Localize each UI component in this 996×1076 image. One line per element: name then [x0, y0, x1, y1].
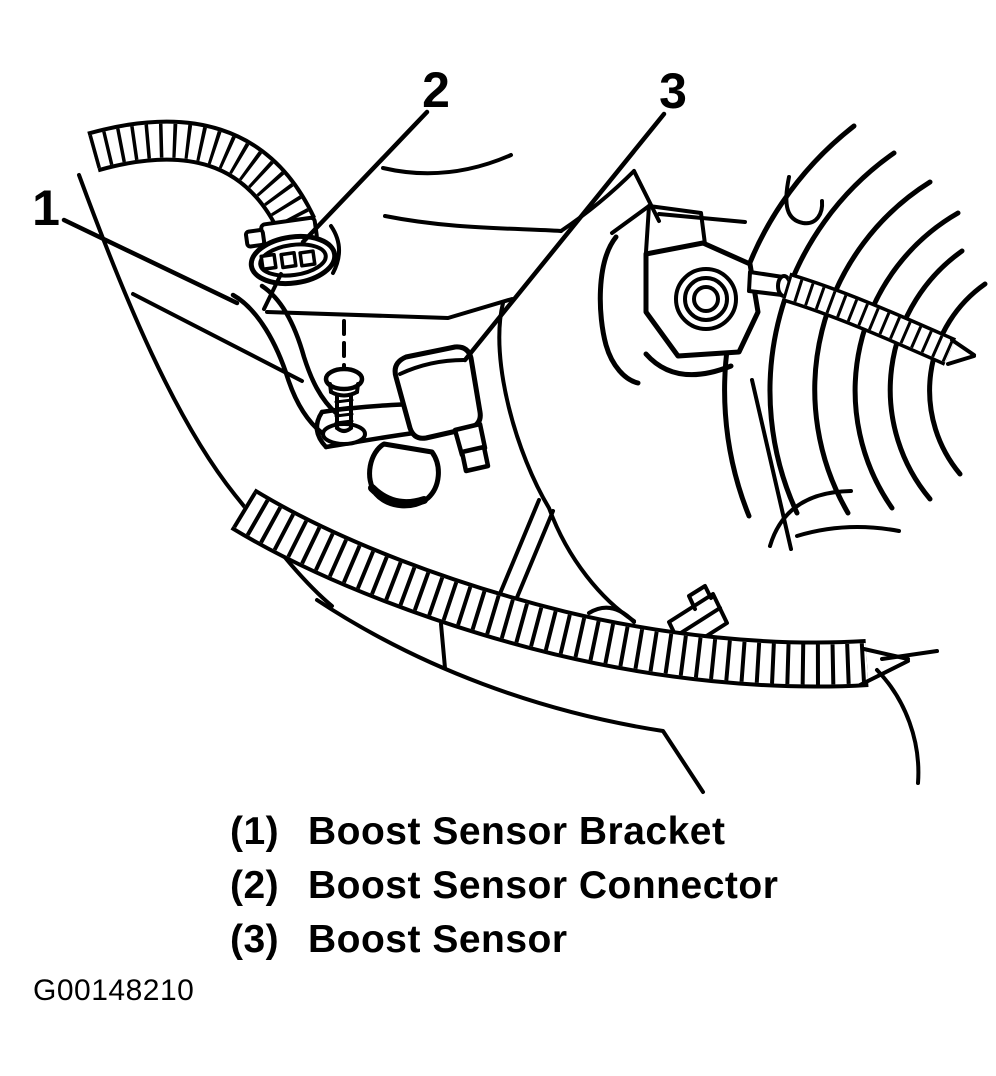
- legend-item-2: (2) Boost Sensor Connector: [230, 864, 850, 918]
- mounting-bolt: [321, 319, 367, 446]
- legend-number-1: (1): [230, 810, 280, 853]
- callout-number-1: 1: [32, 180, 60, 236]
- legend-number-2: (2): [230, 864, 280, 907]
- leader-lines: [61, 109, 667, 363]
- legend-item-1: (1) Boost Sensor Bracket: [230, 810, 850, 864]
- callout-number-2: 2: [422, 62, 450, 118]
- parts-legend: (1) Boost Sensor Bracket (2) Boost Senso…: [230, 810, 850, 972]
- connector-pins: [259, 249, 317, 272]
- engine-contours: [77, 153, 921, 794]
- legend-number-3: (3): [230, 918, 280, 961]
- small-corrugated-hose: [781, 272, 976, 661]
- leader-line-1: [61, 217, 240, 306]
- leader-line-2: [300, 109, 430, 245]
- legend-label-1: Boost Sensor Bracket: [308, 810, 726, 853]
- legend-item-3: (3) Boost Sensor: [230, 918, 850, 972]
- hex-fitting: [597, 234, 792, 386]
- lower-corrugated-hose: [230, 488, 910, 689]
- legend-label-2: Boost Sensor Connector: [308, 864, 779, 907]
- leader-line-3: [462, 111, 667, 363]
- callout-number-3: 3: [659, 63, 687, 119]
- figure-id: G00148210: [33, 974, 195, 1007]
- boost-sensor-connector-drawing: [243, 215, 341, 311]
- hook-contour: [784, 175, 825, 226]
- wire-harness-loom: [87, 119, 317, 236]
- boost-sensor-drawing: [367, 344, 491, 509]
- legend-label-3: Boost Sensor: [308, 918, 568, 961]
